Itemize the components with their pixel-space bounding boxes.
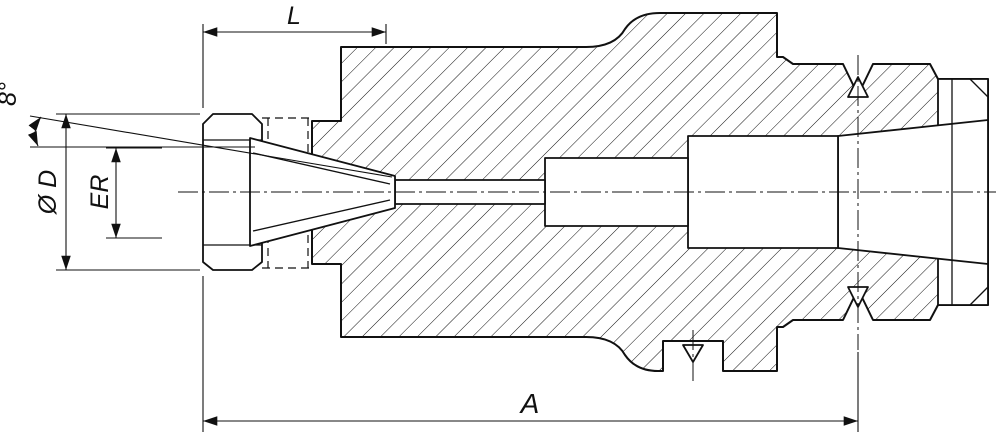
- dim-label-er: ER: [86, 175, 114, 210]
- dimension-l: L: [202, 2, 387, 108]
- centerlines: [178, 55, 996, 385]
- dimension-d: Ø D: [34, 113, 200, 271]
- dimension-a: A: [202, 276, 859, 432]
- angle-arc: [27, 116, 42, 147]
- dim-label-l: L: [287, 2, 301, 30]
- dim-label-angle: 8°: [0, 82, 22, 106]
- dim-label-a: A: [519, 388, 540, 419]
- collet-cone: [249, 137, 396, 247]
- collet: [249, 137, 396, 247]
- dim-label-d: Ø D: [34, 170, 62, 215]
- collar-chamfer-bottom: [969, 286, 989, 306]
- hidden-lines: [262, 117, 312, 269]
- collet-slit-bottom: [252, 199, 391, 232]
- dimension-er: ER: [86, 147, 162, 239]
- collet-slit-top: [252, 152, 391, 185]
- collar-chamfer-top: [969, 78, 989, 98]
